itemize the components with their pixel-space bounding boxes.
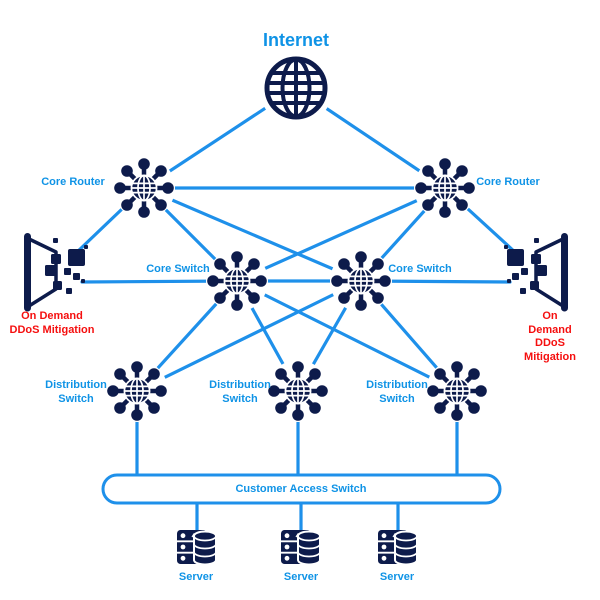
internet-globe-icon — [259, 51, 333, 125]
core-router-left-icon — [113, 157, 175, 219]
link-core-router-right-core-switch-left — [235, 186, 447, 283]
distribution-switch-2-icon — [267, 360, 329, 422]
internet-label: Internet — [262, 30, 330, 50]
server-1-icon — [176, 529, 217, 566]
ddos-mitigation-right-icon — [504, 232, 578, 312]
customer-access-switch-label: Customer Access Switch — [235, 483, 367, 495]
link-core-switch-right-dist-switch-1 — [135, 279, 363, 393]
server-2-icon — [280, 529, 321, 566]
distribution-switch-1-label: Distribution Switch — [45, 379, 107, 405]
core-router-right-label: Core Router — [476, 176, 540, 188]
core-switch-right-icon — [330, 250, 392, 312]
ddos-right-label: On Demand DDoS Mitigation — [524, 310, 576, 363]
distribution-switch-3-icon — [426, 360, 488, 422]
link-core-router-left-core-switch-right — [142, 186, 363, 283]
server-1-label: Server — [178, 571, 214, 583]
ddos-left-label: On Demand DDoS Mitigation — [9, 310, 95, 336]
ddos-mitigation-left-icon — [14, 232, 88, 312]
core-router-right-icon — [414, 157, 476, 219]
core-switch-left-label: Core Switch — [146, 263, 210, 275]
core-switch-right-label: Core Switch — [388, 263, 452, 275]
customer-access-switch-box — [101, 473, 502, 505]
server-3-icon — [377, 529, 418, 566]
distribution-switch-1-icon — [106, 360, 168, 422]
server-2-label: Server — [283, 571, 319, 583]
distribution-switch-3-label: Distribution Switch — [366, 379, 428, 405]
distribution-switch-2-label: Distribution Switch — [209, 379, 271, 405]
connection-lines — [74, 86, 518, 537]
link-core-switch-left-dist-switch-3 — [235, 279, 459, 393]
core-switch-left-icon — [206, 250, 268, 312]
core-router-left-label: Core Router — [41, 176, 105, 188]
server-3-label: Server — [379, 571, 415, 583]
